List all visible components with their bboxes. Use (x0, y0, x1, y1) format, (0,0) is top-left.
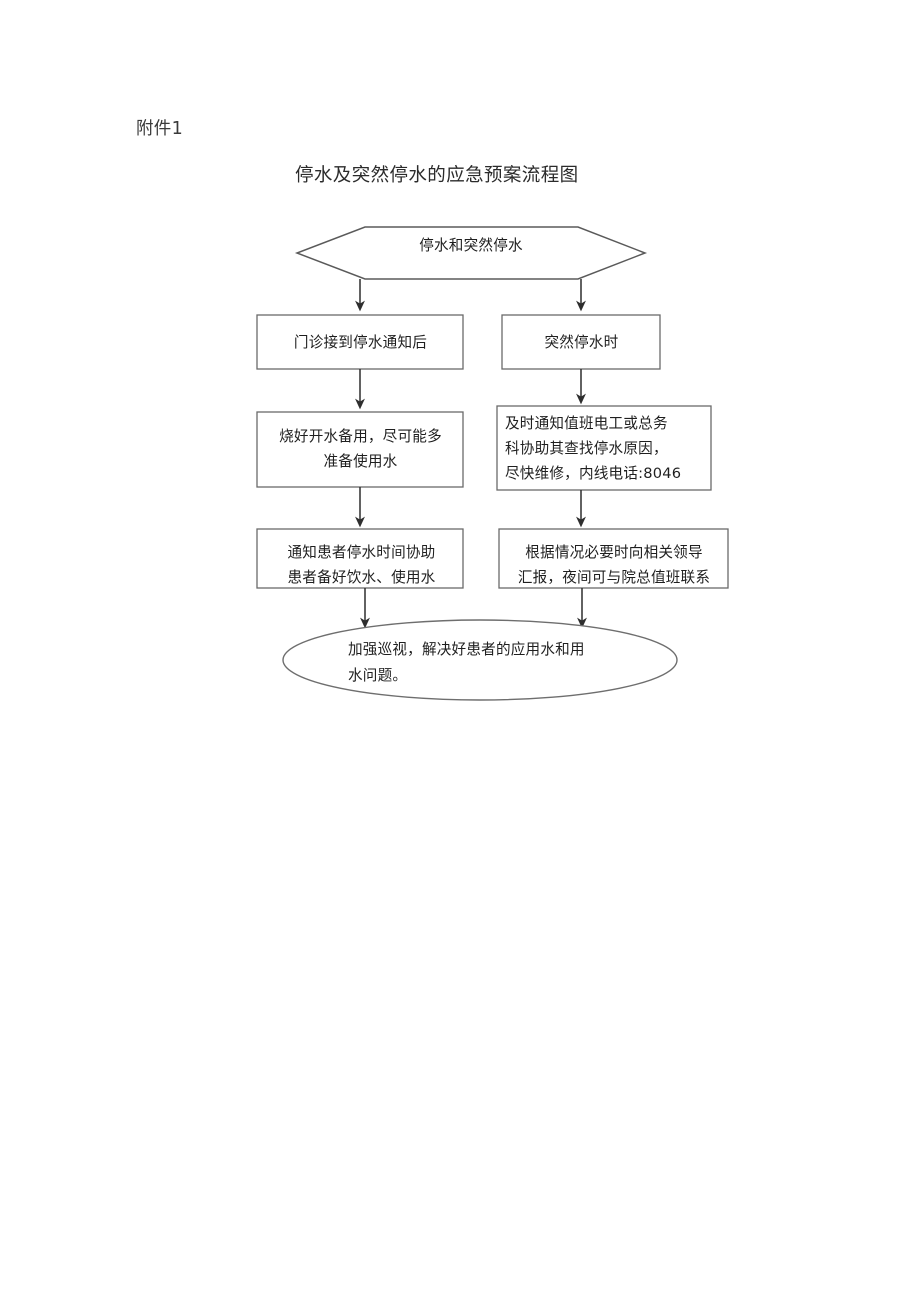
node-l3-line-2: 患者备好饮水、使用水 (287, 569, 436, 586)
node-start-hexagon (294, 226, 648, 280)
node-end-line-2: 水问题。 (348, 667, 408, 684)
node-r3-box (498, 528, 729, 589)
node-r2-label: 及时通知值班电工或总务 科协助其查找停水原因， 尽快维修，内线电话:8046 (505, 411, 710, 486)
node-r2-line-2: 科协助其查找停水原因， (505, 440, 668, 457)
node-l3-line-1: 通知患者停水时间协助 (287, 544, 436, 561)
node-r2-line-1: 及时通知值班电工或总务 (505, 415, 668, 432)
node-r3-line-2: 汇报，夜间可与院总值班联系 (517, 569, 711, 586)
node-r2-box (496, 405, 712, 491)
attachment-label: 附件1 (136, 119, 184, 139)
node-end-label: 加强巡视，解决好患者的应用水和用 水问题。 (348, 637, 630, 689)
page-title: 停水及突然停水的应急预案流程图 (295, 165, 579, 186)
node-r3-line-1: 根据情况必要时向相关领导 (525, 544, 703, 561)
node-r2-line-3: 尽快维修，内线电话:8046 (505, 465, 682, 482)
node-l2-line-2: 准备使用水 (323, 453, 398, 470)
node-l3-box (256, 528, 464, 589)
node-l1-label: 门诊接到停水通知后 (258, 330, 463, 355)
node-end-ellipse (282, 619, 678, 701)
node-end-line-1: 加强巡视，解决好患者的应用水和用 (348, 641, 585, 658)
node-l2-line-1: 烧好开水备用，尽可能多 (279, 428, 442, 445)
node-r3-label: 根据情况必要时向相关领导 汇报，夜间可与院总值班联系 (503, 540, 725, 590)
node-l2-label: 烧好开水备用，尽可能多 准备使用水 (264, 424, 457, 474)
node-start-line-1: 停水和突然停水 (419, 237, 523, 254)
node-start-label: 停水和突然停水 (297, 233, 645, 258)
node-r1-label: 突然停水时 (503, 330, 660, 355)
node-l1-line-1: 门诊接到停水通知后 (293, 334, 428, 351)
node-r1-line-1: 突然停水时 (544, 334, 619, 351)
node-l3-label: 通知患者停水时间协助 患者备好饮水、使用水 (262, 540, 461, 590)
node-l1-box (256, 314, 464, 370)
